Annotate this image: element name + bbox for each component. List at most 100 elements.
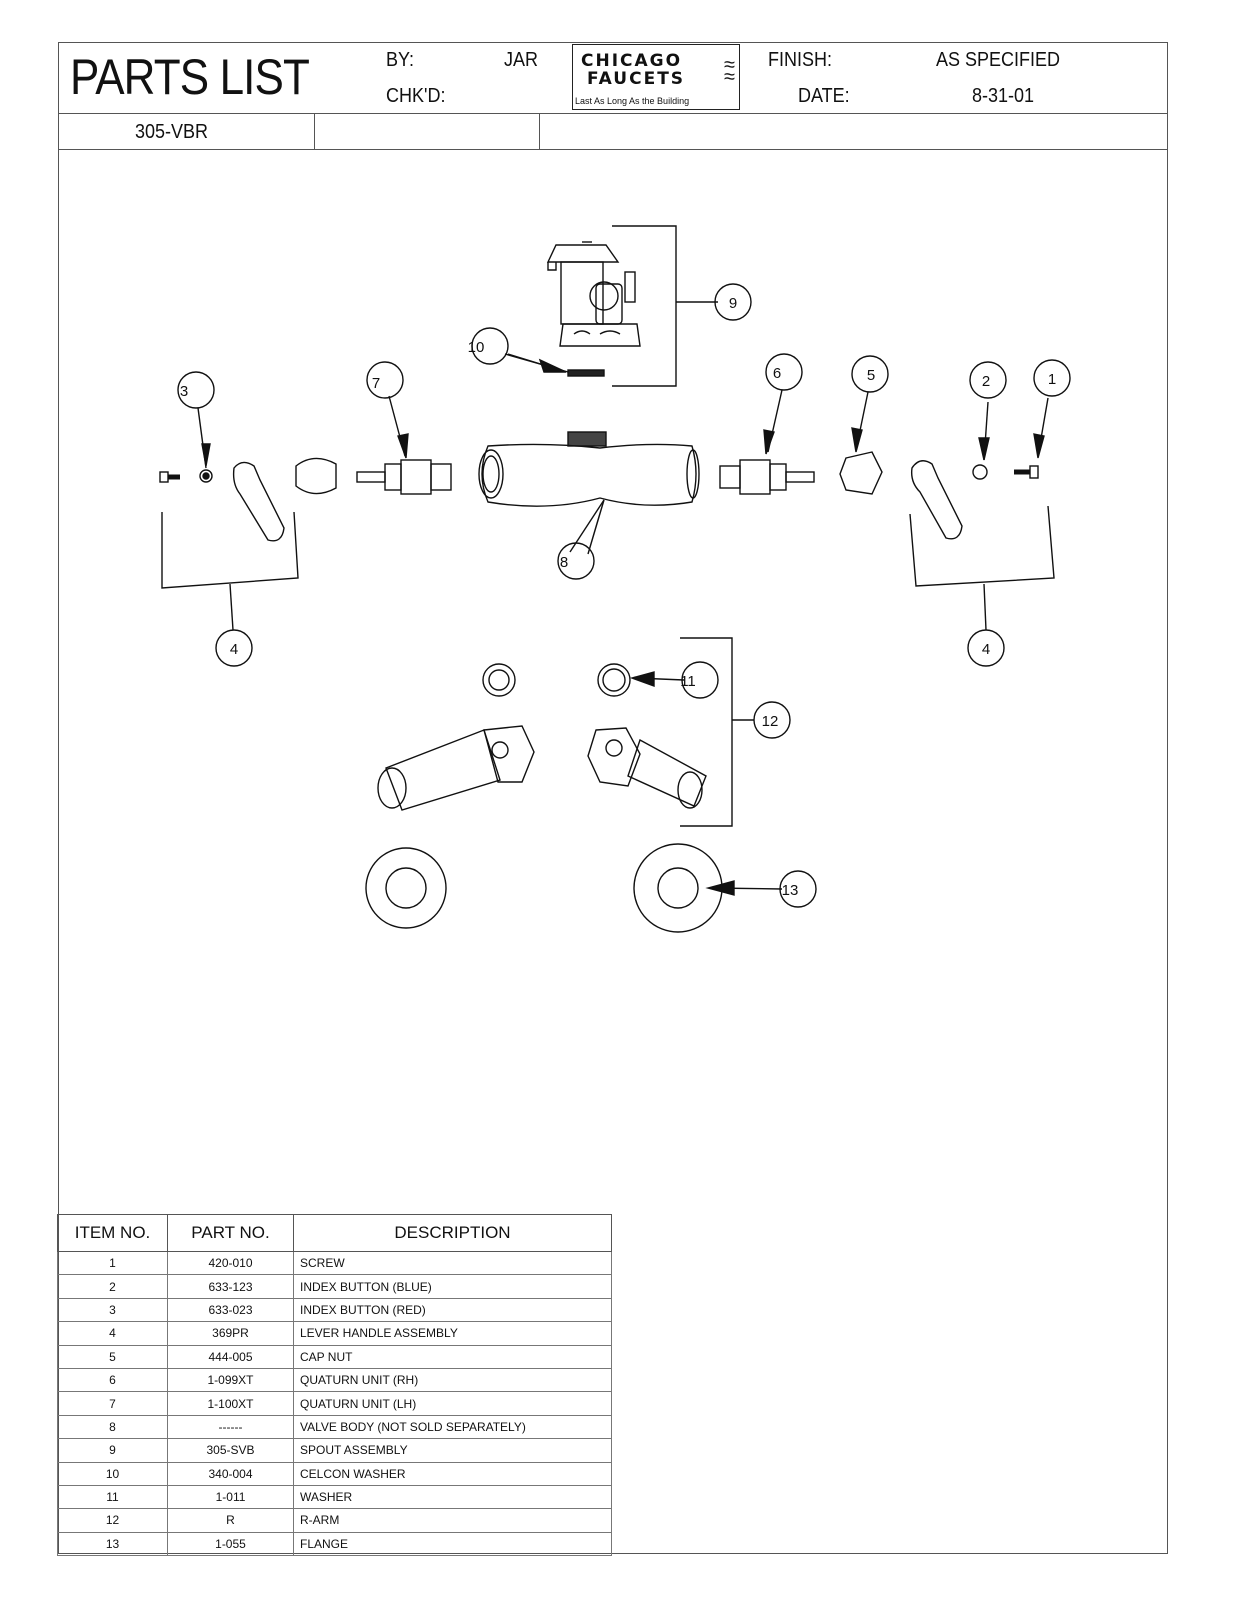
- right-lever-handle-part: [910, 460, 963, 540]
- right-washer-part: [597, 663, 631, 697]
- callout-5: 5: [867, 367, 875, 384]
- item-no-cell: 1: [57, 1250, 168, 1276]
- item-no-cell: 8: [57, 1414, 168, 1440]
- item-no-header: ITEM NO.: [57, 1214, 168, 1252]
- right-flange-part: [633, 843, 723, 933]
- model-cell-divider: [314, 113, 315, 149]
- callout-4-left: 4: [230, 641, 238, 658]
- callout-4-right-leader: [983, 583, 987, 631]
- left-lever-handle-part: [232, 461, 285, 542]
- callout-2: 2: [982, 373, 990, 390]
- description-cell: QUATURN UNIT (LH): [293, 1391, 612, 1416]
- callout-4-left-leader: [229, 583, 234, 631]
- left-flange-part: [365, 847, 447, 929]
- item-no-cell: 2: [57, 1274, 168, 1299]
- red-index-button-part: [199, 469, 213, 483]
- left-handle-bracket: [161, 511, 299, 589]
- description-cell: LEVER HANDLE ASSEMBLY: [293, 1321, 612, 1346]
- description-cell: VALVE BODY (NOT SOLD SEPARATELY): [293, 1414, 612, 1440]
- part-no-cell: 1-099XT: [167, 1367, 294, 1393]
- part-no-header: PART NO.: [167, 1214, 294, 1252]
- logo-line-2: FAUCETS: [587, 69, 686, 89]
- description-cell: SPOUT ASSEMBLY: [293, 1438, 612, 1463]
- callout-11: 11: [680, 673, 696, 690]
- finish-label: FINISH:: [768, 49, 833, 71]
- description-cell: SCREW: [293, 1250, 612, 1276]
- valve-body-part: [478, 431, 700, 507]
- description-cell: FLANGE: [293, 1531, 612, 1557]
- page-title: PARTS LIST: [70, 49, 310, 105]
- right-quaturn-unit-part: [719, 459, 815, 495]
- part-no-cell: 340-004: [167, 1461, 294, 1486]
- left-washer-part: [482, 663, 516, 697]
- waves-icon: ≈≈: [724, 54, 735, 88]
- item-no-cell: 10: [57, 1461, 168, 1486]
- part-no-cell: ------: [167, 1414, 294, 1440]
- description-cell: INDEX BUTTON (RED): [293, 1297, 612, 1323]
- item-no-cell: 12: [57, 1508, 168, 1533]
- part-no-cell: 633-123: [167, 1274, 294, 1299]
- callout-10: 10: [468, 339, 485, 356]
- callout-8: 8: [560, 554, 568, 571]
- part-no-cell: 444-005: [167, 1344, 294, 1369]
- by-label: BY:: [386, 49, 415, 71]
- part-no-cell: 305-SVB: [167, 1438, 294, 1463]
- left-quaturn-unit-part: [356, 459, 452, 495]
- part-no-cell: 1-055: [167, 1531, 294, 1557]
- checked-label: CHK'D:: [386, 85, 446, 107]
- callout-13: 13: [782, 882, 799, 899]
- description-header: DESCRIPTION: [293, 1214, 612, 1252]
- table-row: 8------VALVE BODY (NOT SOLD SEPARATELY): [57, 1414, 612, 1440]
- spout-bracket: [612, 225, 677, 387]
- callout-8-leader: [569, 499, 605, 553]
- drawing-frame: [58, 42, 1168, 1554]
- callout-balloons: [177, 283, 1071, 908]
- right-cap-nut-part: [839, 451, 883, 495]
- blue-index-button-part: [972, 464, 988, 480]
- model-number: 305-VBR: [135, 121, 209, 143]
- part-no-cell: R: [167, 1508, 294, 1533]
- brand-logo: CHICAGO FAUCETS ≈≈ Last As Long As the B…: [572, 44, 740, 110]
- left-r-arm-part: [377, 725, 535, 811]
- model-cell-divider-2: [539, 113, 540, 149]
- description-cell: R-ARM: [293, 1508, 612, 1533]
- right-handle-bracket: [909, 505, 1055, 587]
- spout-assembly-part: [546, 241, 641, 347]
- description-cell: CELCON WASHER: [293, 1461, 612, 1486]
- callout-7: 7: [372, 375, 380, 392]
- left-screw-part: [159, 471, 180, 483]
- header-bottom-divider: [58, 149, 1168, 150]
- left-cap-nut-part: [295, 457, 337, 495]
- item-no-cell: 13: [57, 1531, 168, 1557]
- right-screw-part: [1014, 465, 1039, 479]
- celcon-washer-part: [567, 369, 605, 377]
- description-cell: QUATURN UNIT (RH): [293, 1367, 612, 1393]
- r-arm-bracket: [680, 637, 733, 827]
- callout-9: 9: [729, 295, 737, 312]
- header-divider: [58, 113, 1168, 114]
- part-no-cell: 1-011: [167, 1484, 294, 1510]
- logo-tagline: Last As Long As the Building: [575, 96, 690, 106]
- callout-6: 6: [773, 365, 781, 382]
- callout-3: 3: [180, 383, 188, 400]
- date-label: DATE:: [798, 85, 850, 107]
- item-no-cell: 3: [57, 1297, 168, 1323]
- item-no-cell: 6: [57, 1367, 168, 1393]
- by-value: JAR: [504, 49, 539, 71]
- date-value: 8-31-01: [972, 85, 1035, 107]
- part-no-cell: 1-100XT: [167, 1391, 294, 1416]
- right-r-arm-part: [587, 727, 707, 809]
- part-no-cell: 369PR: [167, 1321, 294, 1346]
